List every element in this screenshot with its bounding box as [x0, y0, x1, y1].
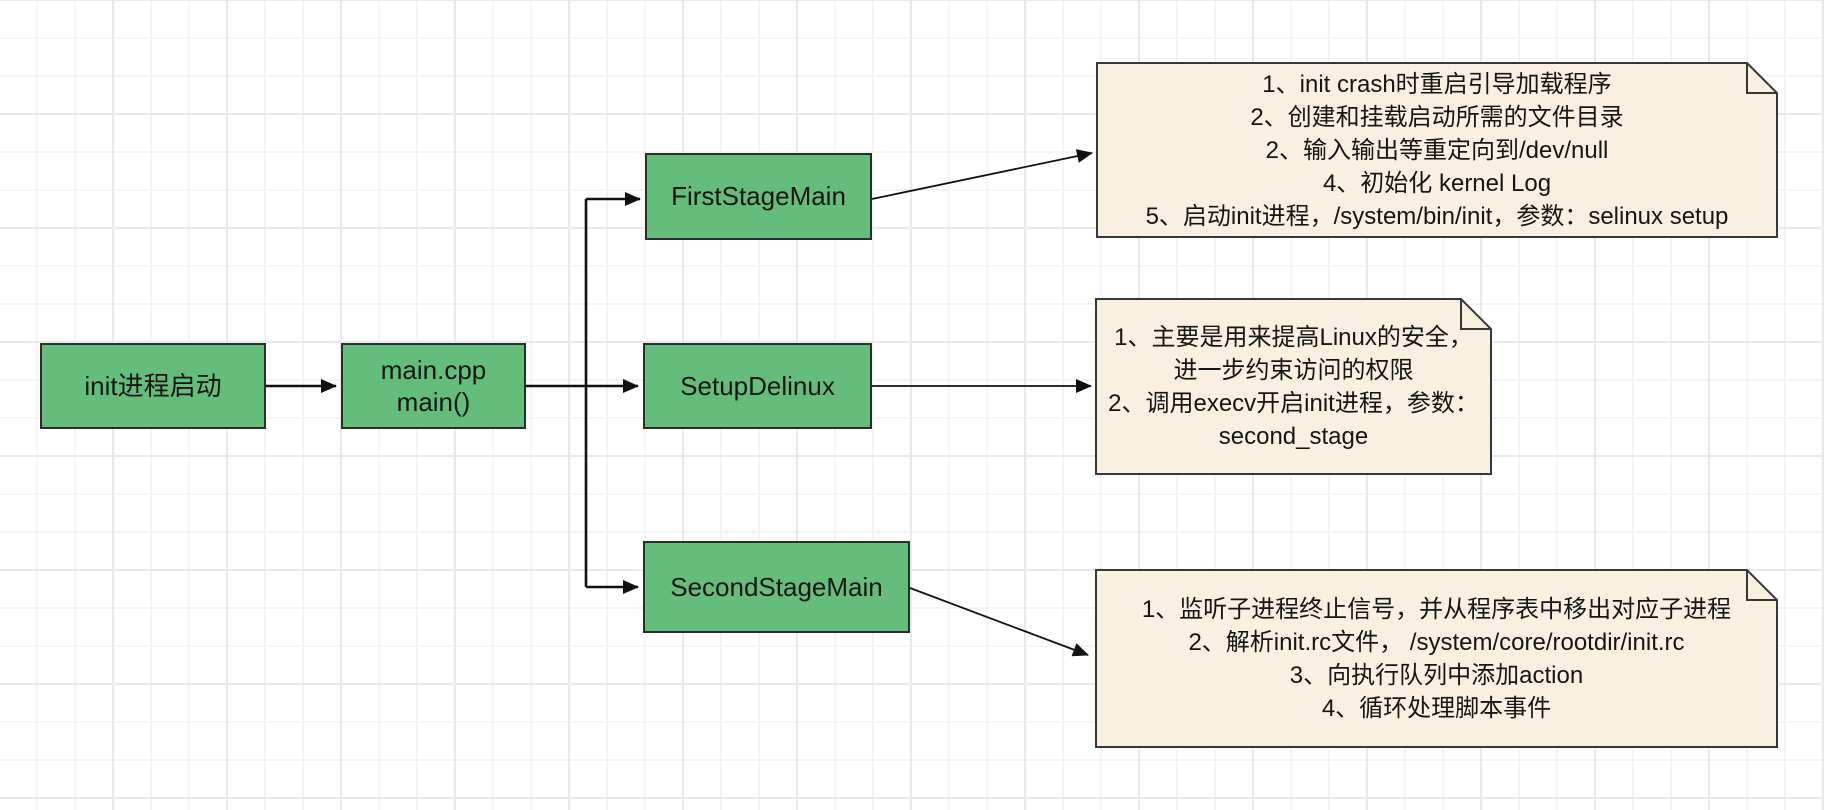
note-body	[1095, 569, 1778, 748]
edge-secondstagemain-to-note[interactable]	[909, 587, 1089, 657]
note-fold-corner-icon	[1746, 63, 1777, 94]
edge-firststagemain-to-note[interactable]	[871, 149, 1093, 200]
node-setupdelinux[interactable]: SetupDelinux	[643, 343, 872, 429]
note-secondstagemain-details[interactable]: 1、监听子进程终止信号，并从程序表中移出对应子进程 2、解析init.rc文件，…	[1095, 569, 1778, 748]
node-label: SecondStageMain	[670, 571, 883, 602]
note-body	[1096, 62, 1778, 238]
note-text: 1、监听子进程终止信号，并从程序表中移出对应子进程 2、解析init.rc文件，…	[1141, 595, 1732, 722]
note-text: 1、init crash时重启引导加载程序 2、创建和挂载启动所需的文件目录 2…	[1145, 70, 1729, 230]
note-fold-corner-icon	[1746, 570, 1777, 601]
note-setupdelinux-details[interactable]: 1、主要是用来提高Linux的安全， 进一步约束访问的权限 2、调用execv开…	[1095, 298, 1492, 475]
note-shape-svg	[1095, 298, 1492, 475]
node-label: SetupDelinux	[680, 370, 835, 401]
note-body	[1095, 298, 1492, 475]
node-main-cpp[interactable]: main.cpp main()	[341, 343, 526, 429]
note-fold-corner-icon	[1460, 299, 1491, 330]
node-init-process-start[interactable]: init进程启动	[40, 343, 266, 429]
node-secondstagemain[interactable]: SecondStageMain	[643, 541, 910, 633]
node-label: init进程启动	[84, 370, 222, 401]
note-firststagemain-details[interactable]: 1、init crash时重启引导加载程序 2、创建和挂载启动所需的文件目录 2…	[1096, 62, 1778, 238]
note-shape-svg	[1096, 62, 1778, 238]
node-firststagemain[interactable]: FirstStageMain	[645, 153, 872, 240]
note-text: 1、主要是用来提高Linux的安全， 进一步约束访问的权限 2、调用execv开…	[1108, 323, 1479, 450]
note-shape-svg	[1095, 569, 1778, 748]
node-label: FirstStageMain	[671, 181, 846, 212]
node-label: main.cpp main()	[380, 354, 487, 418]
